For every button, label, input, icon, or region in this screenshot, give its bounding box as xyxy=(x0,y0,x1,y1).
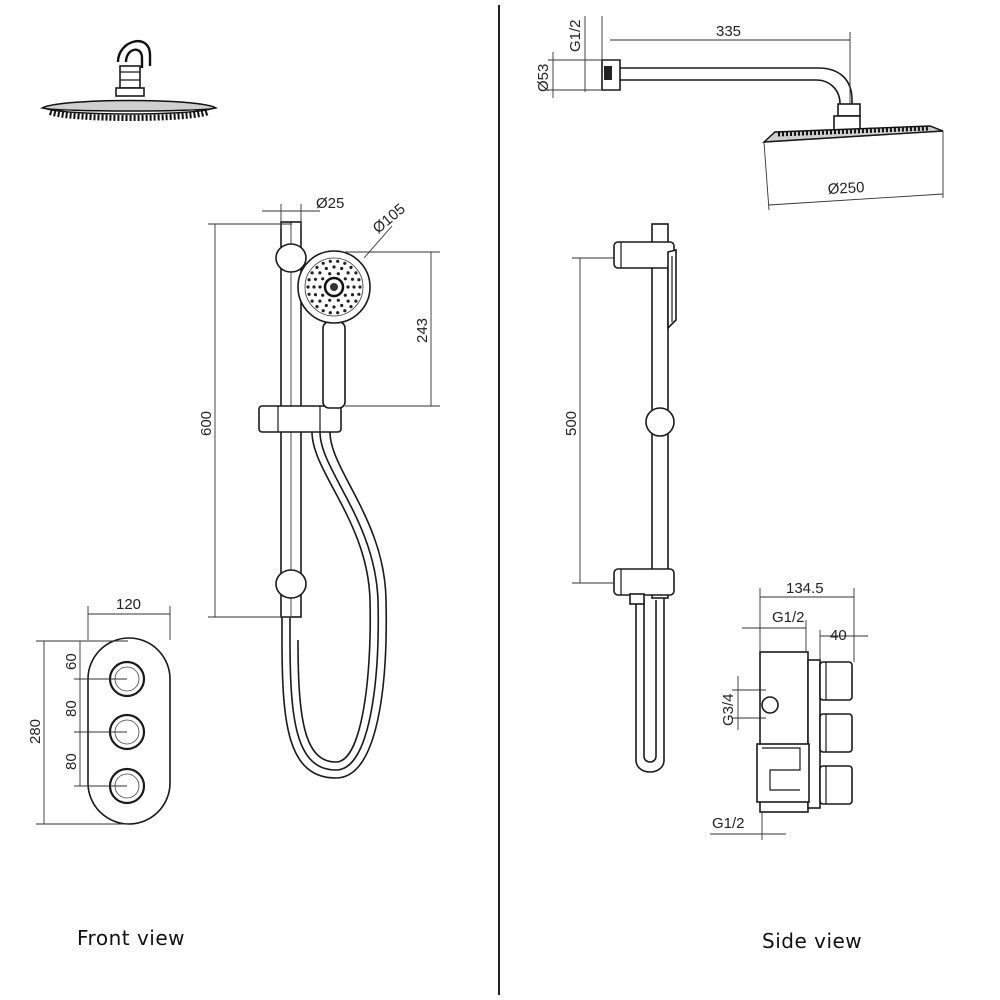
label-valve-outlet: G1/2 xyxy=(712,815,745,832)
nozzle-dot xyxy=(310,299,314,303)
overhead-shower-head-front xyxy=(40,40,218,121)
label-valve-depth: 134.5 xyxy=(786,580,824,597)
dim-valve-height: 280 xyxy=(27,640,128,825)
label-wall-flange: Ø53 xyxy=(535,64,552,92)
dim-head-diameter: Ø250 xyxy=(763,131,944,211)
dim-handset-diameter: Ø105 xyxy=(363,200,409,259)
label-handset-height: 243 xyxy=(414,318,431,343)
nozzle-dot xyxy=(336,311,340,315)
nozzle-dot xyxy=(328,311,332,315)
nozzle-dot xyxy=(324,303,328,308)
label-knob-offset-top: 60 xyxy=(63,653,80,670)
nozzle-dot xyxy=(346,271,350,275)
nozzle-dot xyxy=(336,298,340,302)
nozzle-dot xyxy=(313,277,318,281)
label-knob-spacing-1: 80 xyxy=(63,700,80,717)
nozzle-dot xyxy=(349,305,353,309)
dim-valve-depth: 134.5 xyxy=(759,580,855,662)
dim-bracket-spacing: 500 xyxy=(563,257,614,584)
dim-valve-inlet: G3/4 xyxy=(720,676,766,730)
valve-front xyxy=(87,637,171,825)
nozzle-dot xyxy=(357,278,361,282)
nozzle-dot xyxy=(357,292,361,296)
nozzle-dot xyxy=(350,293,355,297)
nozzle-dot xyxy=(332,305,336,309)
caption-side-view: Side view xyxy=(762,929,863,953)
nozzle-dot xyxy=(307,292,311,296)
caption-front-view: Front view xyxy=(77,926,185,950)
nozzle-dot xyxy=(354,299,358,303)
nozzle-dot xyxy=(346,299,350,303)
handset-nozzles xyxy=(306,259,362,315)
label-arm-length: 335 xyxy=(716,23,741,40)
overhead-shower-head-side xyxy=(762,125,944,143)
dim-valve-width: 120 xyxy=(87,596,171,640)
dim-arm-connection: G1/2 xyxy=(567,16,603,92)
nozzle-dot xyxy=(310,271,314,275)
dim-handset-height: 243 xyxy=(345,251,440,407)
nozzle-dot xyxy=(336,259,340,263)
dim-rail-diameter: Ø25 xyxy=(262,195,344,228)
label-rail-length: 600 xyxy=(198,411,215,436)
nozzle-dot xyxy=(328,259,332,263)
nozzle-dot xyxy=(315,305,319,309)
nozzle-dot xyxy=(318,285,322,289)
dim-wall-flange: Ø53 xyxy=(535,52,620,98)
nozzle-dot xyxy=(343,261,347,265)
nozzle-dot xyxy=(336,272,340,276)
nozzle-dot xyxy=(306,285,310,289)
shower-arm-side xyxy=(601,59,861,133)
dim-arm-length: 335 xyxy=(610,23,851,104)
nozzle-dot xyxy=(354,271,358,275)
slide-rail-front xyxy=(258,221,342,618)
nozzle-dot xyxy=(321,309,325,313)
nozzle-dot xyxy=(328,298,332,302)
label-valve-inlet-top: G1/2 xyxy=(772,609,805,626)
nozzle-dot xyxy=(343,277,347,281)
label-valve-inlet: G3/4 xyxy=(720,693,737,726)
dim-knob-spacing: 60 80 80 xyxy=(63,641,127,787)
nozzle-dot xyxy=(332,265,336,269)
nozzle-dot xyxy=(343,293,347,297)
nozzle-dot xyxy=(328,272,332,276)
nozzle-dot xyxy=(318,271,322,275)
nozzle-dot xyxy=(324,266,328,271)
nozzle-dot xyxy=(340,266,344,271)
nozzle-dot xyxy=(321,293,325,297)
dim-valve-outlet: G1/2 xyxy=(710,812,786,840)
nozzle-dot xyxy=(307,278,311,282)
nozzle-dot xyxy=(313,293,318,297)
nozzle-dot xyxy=(318,299,322,303)
dim-rail-length: 600 xyxy=(198,223,292,618)
nozzle-dot xyxy=(349,265,353,269)
label-head-diameter: Ø250 xyxy=(827,179,865,198)
label-bracket-spacing: 500 xyxy=(563,411,580,436)
label-arm-connection: G1/2 xyxy=(567,19,584,52)
valve-side xyxy=(756,651,853,813)
nozzle-dot xyxy=(358,285,362,289)
label-rail-diameter: Ø25 xyxy=(316,195,344,212)
label-valve-height: 280 xyxy=(27,719,44,744)
nozzle-dot xyxy=(350,277,355,281)
nozzle-dot xyxy=(312,285,316,289)
slide-rail-side xyxy=(613,223,677,773)
label-knob-projection: 40 xyxy=(830,627,847,644)
label-handset-diameter: Ø105 xyxy=(370,200,409,237)
label-knob-spacing-2: 80 xyxy=(63,753,80,770)
nozzle-dot xyxy=(343,309,347,313)
handset-front xyxy=(297,250,371,409)
nozzle-dot xyxy=(321,261,325,265)
hose-front xyxy=(281,431,388,779)
dim-knob-projection: 40 xyxy=(819,627,868,660)
nozzle-dot xyxy=(321,277,325,281)
nozzle-dot xyxy=(352,285,356,289)
nozzle-dot xyxy=(346,285,350,289)
dim-valve-inlet-top: G1/2 xyxy=(742,609,807,652)
nozzle-dot xyxy=(315,265,319,269)
nozzle-dot xyxy=(340,303,344,308)
label-valve-width: 120 xyxy=(116,596,141,613)
